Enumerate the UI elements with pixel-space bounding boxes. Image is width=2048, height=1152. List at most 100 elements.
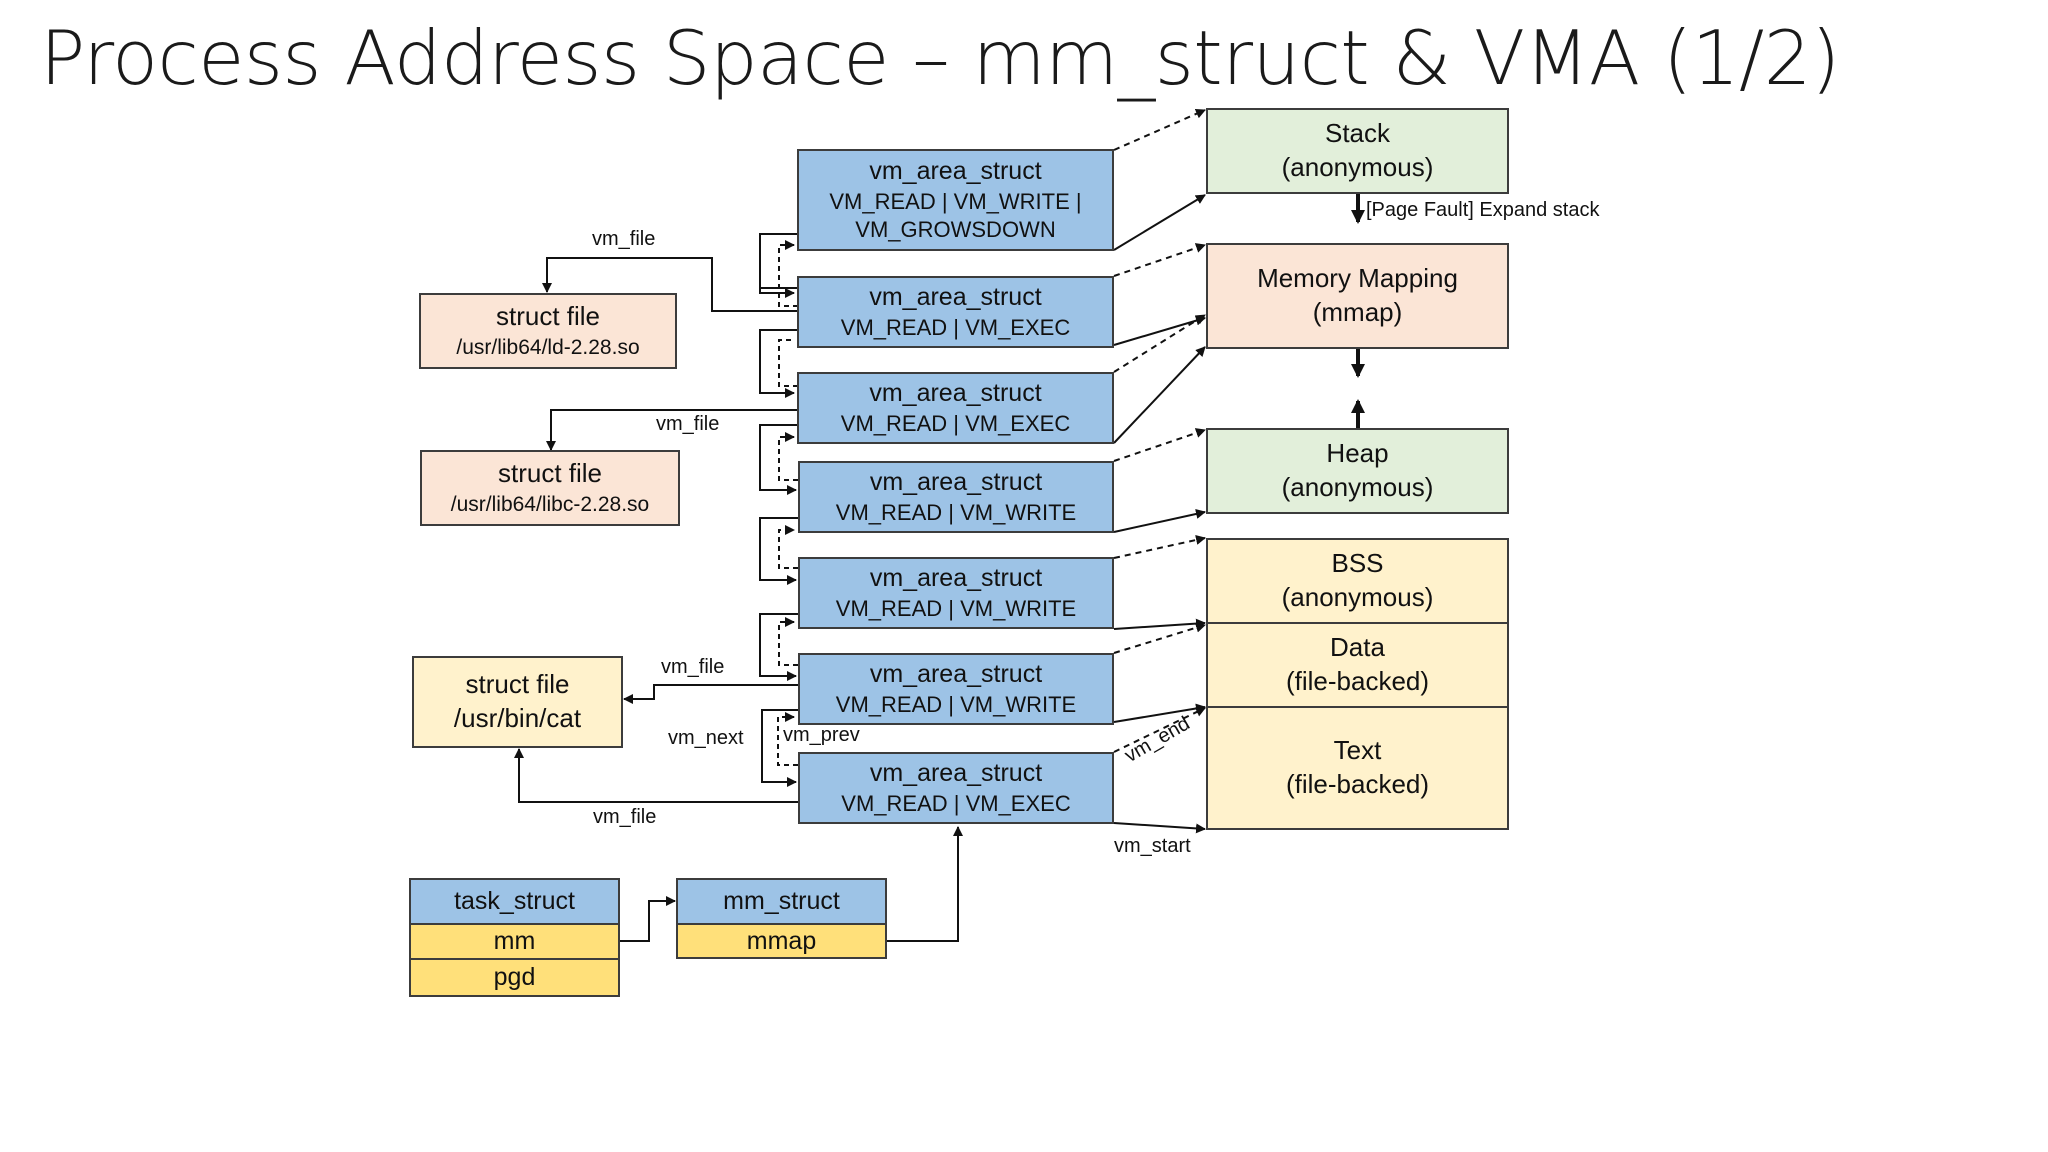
vma-flags: VM_READ | VM_WRITE — [835, 595, 1077, 621]
task-struct-header: task_struct — [409, 878, 620, 925]
vma-name: vm_area_struct — [869, 379, 1042, 408]
region-kind: (mmap) — [1312, 297, 1403, 327]
vma-flags: VM_READ | VM_WRITE — [835, 691, 1077, 717]
vma-name: vm_area_struct — [869, 564, 1043, 593]
region-title: Memory Mapping — [1257, 263, 1458, 294]
vma2-end-arrow — [1113, 315, 1206, 346]
task-struct-label: task_struct — [454, 887, 575, 916]
vma-libc-text: vm_area_struct VM_READ | VM_EXEC — [797, 372, 1114, 444]
struct-file-ld: struct file /usr/lib64/ld-2.28.so — [419, 293, 677, 369]
vma-text: vm_area_struct VM_READ | VM_EXEC — [798, 752, 1114, 824]
label-vm-file-libc: vm_file — [656, 413, 720, 435]
vm-next-5 — [759, 613, 798, 681]
vma-flags: VM_READ | VM_EXEC — [841, 790, 1071, 816]
region-kind: (file-backed) — [1285, 666, 1430, 696]
region-title: Text — [1333, 735, 1382, 766]
region-kind: (file-backed) — [1285, 769, 1430, 799]
vma1-end-arrow — [1113, 194, 1206, 251]
vma-flags-cont: VM_GROWSDOWN — [855, 217, 1056, 243]
vma5-end-arrow — [1113, 618, 1206, 630]
region-heap: Heap (anonymous) — [1206, 428, 1509, 514]
mm-struct-mmap-field: mmap — [676, 923, 887, 959]
vma-flags: VM_READ | VM_EXEC — [840, 410, 1071, 436]
vma-flags: VM_READ | VM_WRITE — [835, 499, 1077, 525]
region-title: Heap — [1326, 438, 1389, 469]
struct-file-cat: struct file /usr/bin/cat — [412, 656, 623, 748]
region-kind: (anonymous) — [1281, 152, 1434, 182]
vma2-start-arrow — [1113, 243, 1206, 277]
vma6-start-arrow — [1113, 622, 1206, 654]
label-vm-file-ld: vm_file — [592, 228, 656, 250]
vma-ld-text: vm_area_struct VM_READ | VM_EXEC — [797, 276, 1114, 348]
vma1-start-arrow — [1113, 109, 1206, 151]
vma6-end-arrow — [1113, 703, 1206, 723]
vma4-start-arrow — [1113, 428, 1206, 462]
vma3-start-arrow — [1113, 314, 1206, 373]
vm-file-ld — [542, 257, 798, 312]
file-type: struct file — [495, 301, 601, 332]
pgd-label: pgd — [493, 963, 536, 992]
vm-next-2 — [759, 329, 798, 398]
slide-title: Process Address Space – mm_struct & VMA … — [40, 14, 1840, 102]
mm-struct-label: mm_struct — [723, 887, 840, 916]
file-type: struct file — [465, 669, 570, 700]
mm-struct-header: mm_struct — [676, 878, 887, 925]
vma-heap: vm_area_struct VM_READ | VM_WRITE — [798, 461, 1114, 533]
vm-next-0b — [759, 234, 795, 298]
region-kind: (anonymous) — [1281, 582, 1434, 612]
vma-name: vm_area_struct — [869, 468, 1043, 497]
vm-next-6 — [761, 709, 798, 787]
vma-name: vm_area_struct — [869, 660, 1043, 689]
vm-prev-4 — [778, 525, 798, 569]
vm-prev-3 — [778, 432, 798, 481]
vm-next-4 — [759, 517, 798, 585]
vma-name: vm_area_struct — [869, 283, 1042, 312]
vma-flags: VM_READ | VM_WRITE | — [829, 188, 1082, 214]
vma-stack: vm_area_struct VM_READ | VM_WRITE | VM_G… — [797, 149, 1114, 251]
region-title: Stack — [1324, 118, 1391, 149]
region-kind: (anonymous) — [1281, 472, 1434, 502]
label-page-fault: [Page Fault] Expand stack — [1366, 199, 1600, 221]
vma-name: vm_area_struct — [869, 759, 1043, 788]
vma4-end-arrow — [1113, 509, 1206, 533]
region-data: Data (file-backed) — [1206, 622, 1509, 708]
vm-prev-2 — [778, 339, 798, 387]
label-vm-next: vm_next — [668, 727, 744, 749]
region-title: Data — [1330, 632, 1385, 663]
vm-file-cat-data — [623, 684, 798, 704]
vm-prev-6 — [777, 712, 798, 766]
file-type: struct file — [497, 458, 603, 489]
mmap-to-vma-arrow — [886, 826, 963, 942]
region-stack: Stack (anonymous) — [1206, 108, 1509, 194]
vma-name: vm_area_struct — [869, 157, 1042, 186]
region-title: BSS — [1331, 548, 1384, 579]
vm-prev-1 — [778, 240, 798, 307]
mmap-label: mmap — [746, 926, 817, 955]
task-struct-pgd-field: pgd — [409, 958, 620, 997]
file-path: /usr/lib64/libc-2.28.so — [450, 493, 650, 517]
file-path: /usr/bin/cat — [453, 703, 582, 733]
vma-bss: vm_area_struct VM_READ | VM_WRITE — [798, 557, 1114, 629]
file-path: /usr/lib64/ld-2.28.so — [456, 336, 640, 360]
vma7-start-arrow — [1113, 822, 1206, 834]
mm-label: mm — [493, 927, 536, 956]
vma3-end-arrow — [1113, 346, 1206, 444]
region-bss: BSS (anonymous) — [1206, 538, 1509, 624]
region-text: Text (file-backed) — [1206, 706, 1509, 830]
label-vm-file-cat: vm_file — [661, 656, 725, 678]
vma-flags: VM_READ | VM_EXEC — [840, 314, 1071, 340]
vma5-start-arrow — [1113, 535, 1206, 559]
region-mmap: Memory Mapping (mmap) — [1206, 243, 1509, 349]
vm-next-3 — [759, 424, 798, 495]
task-struct-mm-field: mm — [409, 923, 620, 960]
vm-file-libc — [546, 409, 798, 451]
label-vm-prev: vm_prev — [783, 724, 860, 746]
vma-data: vm_area_struct VM_READ | VM_WRITE — [798, 653, 1114, 725]
vm-file-cat-text — [514, 748, 798, 803]
vm-prev-5 — [778, 617, 798, 666]
mm-to-mm-struct-arrow — [619, 896, 676, 942]
vma7-end-arrow — [1113, 707, 1206, 753]
label-vm-start: vm_start — [1114, 835, 1191, 857]
